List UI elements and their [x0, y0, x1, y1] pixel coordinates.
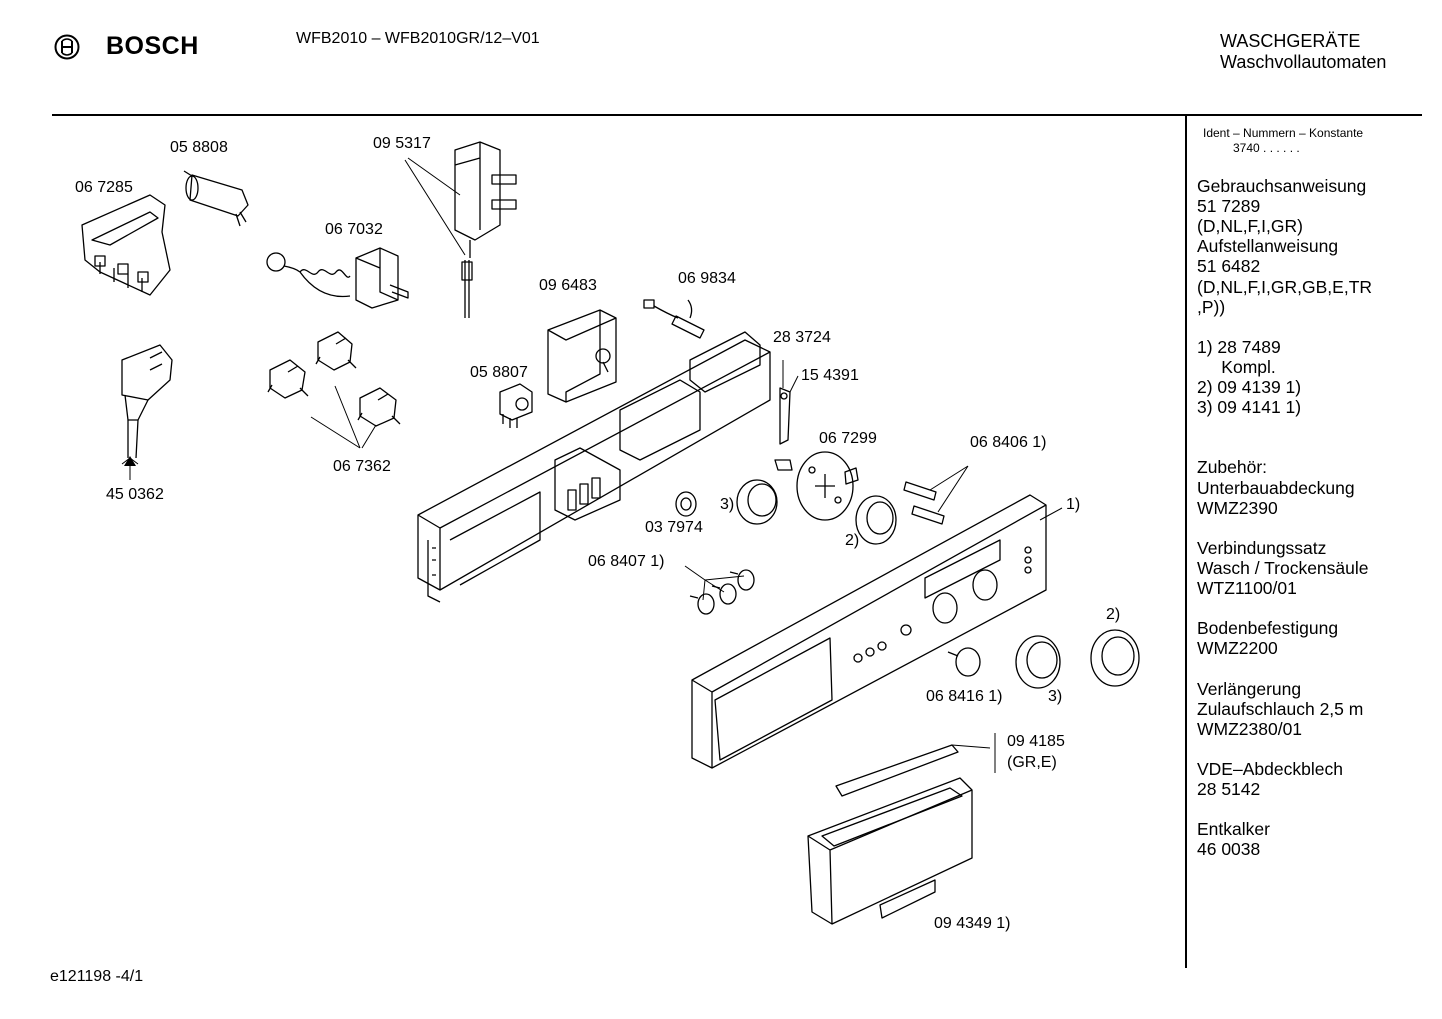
model-number: WFB2010 – WFB2010GR/12–V01	[296, 30, 540, 47]
sidebar-line: 51 6482	[1197, 256, 1261, 277]
sidebar-divider	[1185, 116, 1187, 968]
sidebar-line: Entkalker	[1197, 819, 1270, 840]
part-knob-2	[855, 495, 897, 545]
drawing-code: e121198 -4/1	[50, 968, 144, 985]
sidebar-line: ,P))	[1197, 296, 1226, 317]
part-small-knobs-068407	[689, 569, 755, 615]
header-divider	[52, 114, 1422, 116]
part-strip-094185	[835, 744, 959, 797]
part-label: 06 7299	[819, 430, 877, 447]
sidebar-line: (D,NL,F,I,GR,GB,E,TR	[1197, 276, 1373, 297]
sidebar-line: Zubehör:	[1197, 457, 1268, 478]
part-label: 06 7362	[333, 458, 391, 475]
sidebar-line: VDE–Abdeckblech	[1197, 758, 1343, 779]
part-label: 05 8808	[170, 139, 228, 156]
part-rod-283724	[774, 387, 793, 471]
ident-value: 3740 . . . . . .	[1233, 141, 1300, 155]
part-label: (GR,E)	[1007, 754, 1057, 771]
sidebar-line: (D,NL,F,I,GR)	[1197, 216, 1303, 237]
sidebar-line: WMZ2380/01	[1197, 718, 1303, 739]
sidebar-line: 46 0038	[1197, 839, 1261, 860]
part-cover-094349	[807, 777, 973, 925]
sidebar-line: 1) 28 7489	[1197, 336, 1281, 357]
part-label: 03 7974	[645, 519, 703, 536]
sidebar-line: Wasch / Trockensäule	[1197, 557, 1369, 578]
part-label: 06 9834	[678, 270, 736, 287]
arrowheads	[124, 456, 136, 466]
sidebar-line: Aufstellanweisung	[1197, 236, 1339, 257]
part-potentiometer-058807	[499, 383, 533, 428]
part-label: 2)	[1106, 606, 1121, 623]
part-label: 06 7285	[75, 179, 133, 196]
category-title: WASCHGERÄTE	[1220, 31, 1361, 51]
part-knob-ring	[736, 479, 778, 525]
sidebar-line: 28 5142	[1197, 779, 1261, 799]
part-label: 3)	[720, 496, 735, 513]
part-label: 05 8807	[470, 364, 528, 381]
sidebar-line: Bodenbefestigung	[1197, 618, 1339, 639]
part-label: 06 8416 1)	[926, 688, 1003, 705]
leader-lines	[121, 157, 1063, 773]
sidebar-line: Verlängerung	[1197, 678, 1302, 699]
sidebar-line: 51 7289	[1197, 196, 1261, 217]
part-bulbs-068406	[903, 481, 945, 525]
part-label: 06 8407 1)	[588, 553, 665, 570]
part-sensor-069834	[643, 299, 705, 339]
part-label: 2)	[845, 532, 860, 549]
part-label: 09 5317	[373, 135, 431, 152]
part-label: 09 4185	[1007, 733, 1065, 750]
part-knob-2-lower	[1090, 629, 1140, 687]
part-thermostat-067032	[266, 247, 409, 309]
part-label: 09 6483	[539, 277, 597, 294]
sidebar-line: WMZ2390	[1197, 497, 1278, 518]
part-disc-067299	[796, 451, 859, 521]
sidebar-line: WMZ2200	[1197, 638, 1278, 659]
part-knob-3-lower	[1015, 635, 1061, 689]
part-label: 1)	[1066, 496, 1081, 513]
sidebar-line: Unterbauabdeckung	[1197, 477, 1355, 498]
part-doorlock-095317	[454, 141, 517, 318]
part-capacitor-058808	[183, 170, 249, 227]
sidebar-line: Zulaufschlauch 2,5 m	[1197, 698, 1364, 719]
part-label: 09 4349 1)	[934, 915, 1011, 932]
part-programmer-096483	[547, 309, 617, 403]
part-knob-068416	[947, 647, 981, 677]
bosch-logo-icon	[54, 34, 80, 60]
part-switches-067362	[267, 331, 401, 427]
sidebar-line: Gebrauchsanweisung	[1197, 176, 1367, 196]
part-control-housing	[417, 331, 771, 603]
part-label: 28 3724	[773, 329, 831, 346]
part-mains-cable-450362	[121, 344, 173, 459]
part-front-panel	[691, 494, 1047, 769]
sidebar-line: 2) 09 4139 1)	[1197, 377, 1302, 397]
category-subtitle: Waschvollautomaten	[1220, 52, 1387, 72]
part-label: 45 0362	[106, 486, 164, 503]
brand-name: BOSCH	[106, 32, 199, 60]
part-label: 3)	[1048, 688, 1063, 705]
ident-title: Ident – Nummern – Konstante	[1203, 126, 1364, 140]
sidebar-line: Verbindungssatz	[1197, 537, 1327, 558]
part-nut-037974	[675, 491, 697, 517]
sidebar-line: WTZ1100/01	[1197, 578, 1297, 598]
part-label: 15 4391	[801, 367, 859, 384]
sidebar-line: 3) 09 4141 1)	[1197, 397, 1302, 418]
part-label: 06 7032	[325, 221, 383, 238]
sidebar-line: Kompl.	[1197, 356, 1276, 377]
part-label: 06 8406 1)	[970, 434, 1047, 451]
part-bracket-067285	[81, 194, 171, 296]
